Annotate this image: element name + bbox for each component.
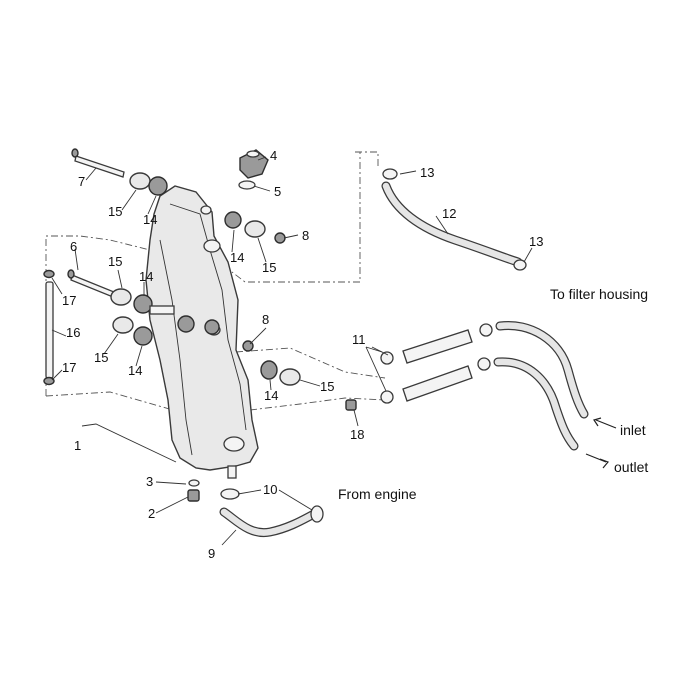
callout-14-b: 14 xyxy=(230,250,244,265)
callout-6: 6 xyxy=(70,239,77,254)
callout-14-e: 14 xyxy=(264,388,278,403)
callout-15-d: 15 xyxy=(94,350,108,365)
label-inlet: inlet xyxy=(620,422,646,438)
callout-14-c: 14 xyxy=(139,269,153,284)
callout-10: 10 xyxy=(263,482,277,497)
drain-plug xyxy=(187,479,200,502)
bushings-left xyxy=(112,315,220,346)
callout-4: 4 xyxy=(270,148,277,163)
callout-12: 12 xyxy=(442,206,456,221)
callout-1: 1 xyxy=(74,438,81,453)
callout-17-upper: 17 xyxy=(62,293,76,308)
hoses-11 xyxy=(345,323,493,411)
bolt-6 xyxy=(67,269,175,315)
callout-9: 9 xyxy=(208,546,215,561)
flow-arrows xyxy=(585,417,617,469)
annotations: To filter housing inlet outlet From engi… xyxy=(338,286,648,502)
callout-11: 11 xyxy=(352,332,366,347)
callout-15-b: 15 xyxy=(262,260,276,275)
callout-numbers: 1 2 3 4 5 6 7 8 8 9 10 11 12 13 13 14 14… xyxy=(62,148,543,561)
filler-cap xyxy=(238,149,269,190)
callout-5: 5 xyxy=(274,184,281,199)
label-to-filter-housing: To filter housing xyxy=(550,286,648,302)
oil-tank xyxy=(145,185,259,479)
callout-3: 3 xyxy=(146,474,153,489)
callout-16: 16 xyxy=(66,325,80,340)
callout-8-upper: 8 xyxy=(302,228,309,243)
hose-12 xyxy=(381,168,527,271)
curved-hoses xyxy=(493,320,589,451)
label-outlet: outlet xyxy=(614,459,648,475)
callout-17-lower: 17 xyxy=(62,360,76,375)
callout-14-a: 14 xyxy=(143,212,157,227)
hose-9 xyxy=(219,488,324,538)
callout-15-a: 15 xyxy=(108,204,122,219)
callout-18: 18 xyxy=(350,427,364,442)
callout-14-d: 14 xyxy=(128,363,142,378)
level-tube xyxy=(43,269,55,386)
bolt-7 xyxy=(71,148,168,196)
callout-15-c: 15 xyxy=(108,254,122,269)
callout-8-lower: 8 xyxy=(262,312,269,327)
callout-15-e: 15 xyxy=(320,379,334,394)
callout-13-upper: 13 xyxy=(420,165,434,180)
leader-lines xyxy=(51,156,533,546)
label-from-engine: From engine xyxy=(338,486,417,502)
callout-2: 2 xyxy=(148,506,155,521)
callout-13-lower: 13 xyxy=(529,234,543,249)
callout-7: 7 xyxy=(78,174,85,189)
